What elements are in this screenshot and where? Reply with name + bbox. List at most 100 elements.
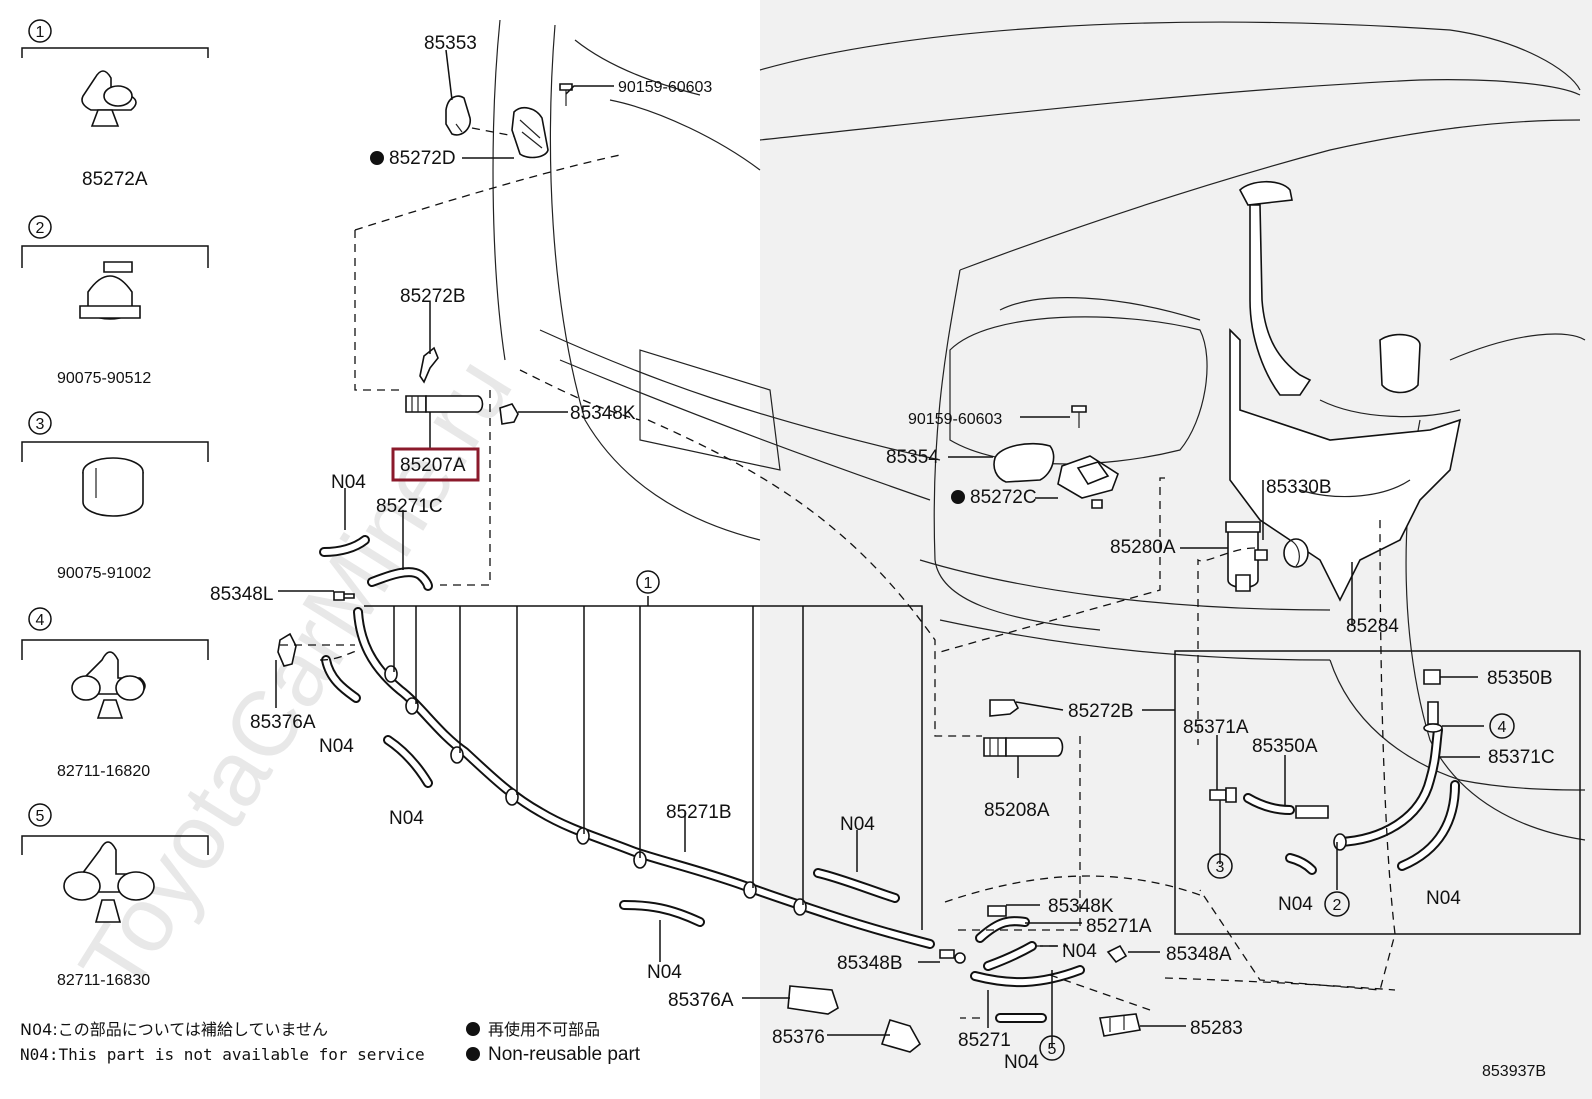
hose-n04-h <box>983 941 1037 971</box>
label-n04: N04 <box>319 736 354 757</box>
callout-3: 3 <box>1216 859 1225 876</box>
screw-90159-right-icon <box>1071 405 1087 428</box>
footnotes: N04:この部品については補給していません N04:This part is n… <box>20 1020 1546 1080</box>
label-n04: N04 <box>1062 941 1097 962</box>
clip-85272a-icon <box>81 70 137 127</box>
callout-1-bracket <box>364 596 923 930</box>
nonreusable-marker <box>951 490 965 504</box>
screw-90159-icon <box>559 83 573 106</box>
washer-nozzle-85208a <box>983 737 1064 757</box>
washer-tank-85330b <box>1229 180 1462 602</box>
label-85348k-top: 85348K <box>570 403 636 424</box>
label-85284: 85284 <box>1346 616 1399 637</box>
label-85330b: 85330B <box>1266 477 1332 498</box>
svg-text:82711-16830: 82711-16830 <box>57 972 150 989</box>
label-85350a: 85350A <box>1252 736 1318 757</box>
label-85376a-left: 85376A <box>250 712 316 733</box>
label-n04: N04 <box>389 808 424 829</box>
hose-85271 <box>970 965 1085 988</box>
hose-n04-d <box>619 900 705 927</box>
legend-item-3: 3 90075-91002 <box>21 411 209 582</box>
label-n04: N04 <box>331 472 366 493</box>
hose-clamps <box>384 665 807 916</box>
svg-text:4: 4 <box>36 612 45 629</box>
label-85272b-top: 85272B <box>400 286 466 307</box>
hose-n04-e <box>813 868 900 903</box>
vehicle-outline <box>492 19 1586 841</box>
protector-85376a-bottom <box>787 985 839 1015</box>
cap-85348a <box>1106 944 1128 964</box>
bracket-85272d <box>511 106 549 159</box>
label-85271: 85271 <box>958 1030 1011 1051</box>
label-85376a-bottom: 85376A <box>668 990 734 1011</box>
label-85376: 85376 <box>772 1027 825 1048</box>
leader-lines <box>275 49 1484 1048</box>
joint-85348k-bottom <box>987 905 1007 917</box>
cover-85354 <box>993 442 1055 483</box>
legend-item-2: 2 90075-90512 <box>21 215 209 387</box>
label-85272d: 85272D <box>389 148 456 169</box>
clamp-90075-90512-icon <box>79 261 141 320</box>
note-nonreusable-jp: 再使用不可部品 <box>488 1020 600 1039</box>
label-85371a: 85371A <box>1183 717 1249 738</box>
highlight-85207a <box>391 447 480 482</box>
label-90159-60603-top: 90159-60603 <box>618 79 712 96</box>
label-85348a: 85348A <box>1166 944 1232 965</box>
legend-num: 1 <box>36 24 45 41</box>
nozzle-cap-85353 <box>445 95 472 136</box>
label-85271b: 85271B <box>666 802 732 823</box>
label-85283: 85283 <box>1190 1018 1243 1039</box>
background-shade <box>760 0 1592 1099</box>
washer-nozzle-85207a <box>405 395 484 413</box>
nonreusable-marker <box>370 151 384 165</box>
label-85348b: 85348B <box>837 953 903 974</box>
callout-5: 5 <box>1048 1041 1057 1058</box>
bracket-85272c <box>1057 455 1119 509</box>
joint-85348l <box>333 591 355 601</box>
dashed-guides <box>280 127 1396 1019</box>
hose-85271b-main <box>353 607 935 949</box>
joint-85348b <box>939 949 966 964</box>
hose-n04-c <box>383 735 433 788</box>
note-n04-jp: N04:この部品については補給していません <box>20 1020 328 1039</box>
svg-text:90075-91002: 90075-91002 <box>57 565 151 582</box>
label-85353: 85353 <box>424 33 477 54</box>
callout-1: 1 <box>644 575 653 592</box>
legend-item-4: 4 82711-16820 <box>21 607 209 780</box>
legend-part: 85272A <box>82 169 148 190</box>
label-85371c: 85371C <box>1488 747 1555 768</box>
label-85271c: 85271C <box>376 496 443 517</box>
clip-85272b-top <box>419 346 439 384</box>
label-n04: N04 <box>1278 894 1313 915</box>
label-n04: N04 <box>647 962 682 983</box>
label-85348l: 85348L <box>210 584 273 605</box>
label-85350b: 85350B <box>1487 668 1553 689</box>
svg-text:5: 5 <box>36 808 45 825</box>
nonreusable-legend-icon <box>466 1022 480 1036</box>
clip-82711-16820-icon <box>71 651 146 719</box>
clamp-85283-icon <box>1099 1013 1141 1037</box>
label-n04: N04 <box>1004 1052 1039 1073</box>
callout-2: 2 <box>1333 897 1342 914</box>
note-nonreusable-en: Non-reusable part <box>488 1044 641 1065</box>
hose-n04-a <box>319 535 370 557</box>
label-n04: N04 <box>840 814 875 835</box>
legend-item-1: 1 85272A <box>21 19 209 190</box>
legend-column: 1 85272A 2 90075-90512 <box>21 19 209 989</box>
label-85348k-bottom: 85348K <box>1048 896 1114 917</box>
label-85272c: 85272C <box>970 487 1037 508</box>
hose-85271a <box>975 916 1030 943</box>
clip-82711-16830-icon <box>63 841 155 923</box>
protector-85376 <box>880 1019 922 1053</box>
label-85354: 85354 <box>886 447 939 468</box>
protector-85376a-left <box>277 632 297 667</box>
hose-85271c <box>367 567 433 591</box>
legend-item-5: 5 82711-16830 <box>21 803 209 989</box>
label-90159-60603-right: 90159-60603 <box>908 411 1002 428</box>
label-85272b-right: 85272B <box>1068 701 1134 722</box>
clamp-90075-91002-icon <box>82 457 144 517</box>
clip-85272b-right <box>989 699 1020 717</box>
callout-labels: 85353 90159-60603 85272D 85272B 85207A 8… <box>210 33 1555 1073</box>
